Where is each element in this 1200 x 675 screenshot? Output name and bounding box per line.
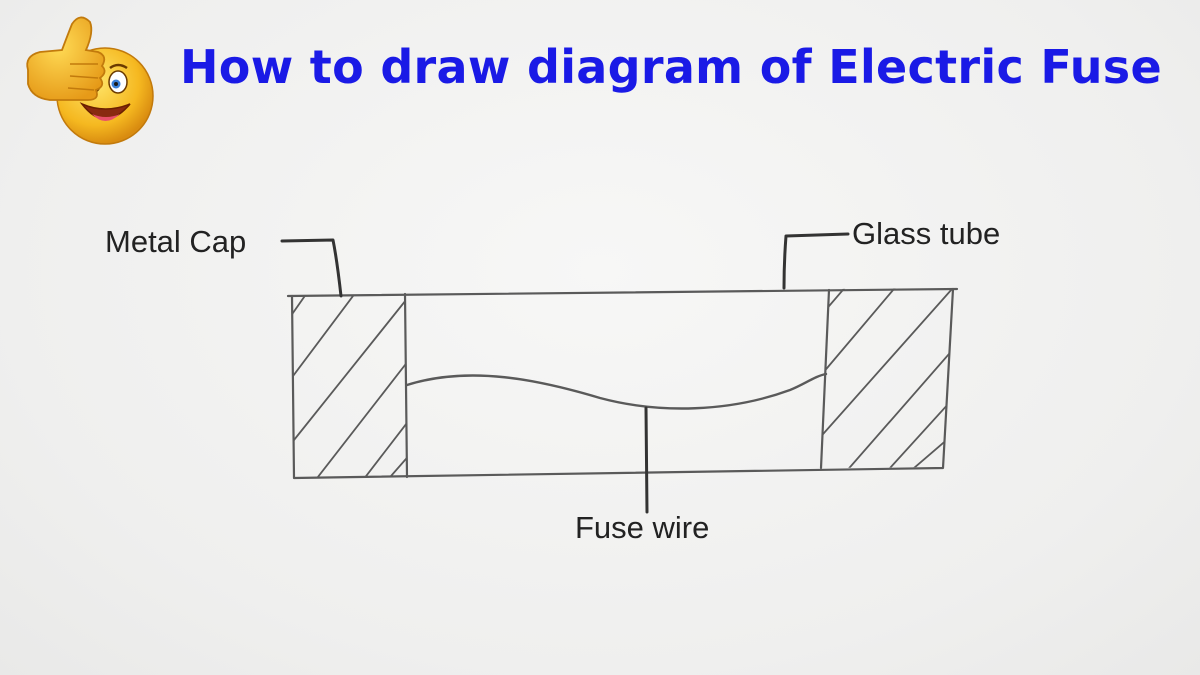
metal-cap-label: Metal Cap xyxy=(105,224,247,259)
glass-tube-label: Glass tube xyxy=(852,216,1001,251)
page-title: How to draw diagram of Electric Fuse xyxy=(180,40,1162,94)
glass-tube-leader xyxy=(782,232,850,290)
metal-cap-right xyxy=(819,288,831,470)
fuse-wire xyxy=(405,372,828,410)
glass-tube-outline xyxy=(286,287,959,298)
fuse-wire-leader xyxy=(644,406,649,514)
fuse-wire-label: Fuse wire xyxy=(575,510,710,545)
thumbs-up-smiley-icon xyxy=(26,16,154,145)
metal-cap-leader xyxy=(280,238,343,298)
